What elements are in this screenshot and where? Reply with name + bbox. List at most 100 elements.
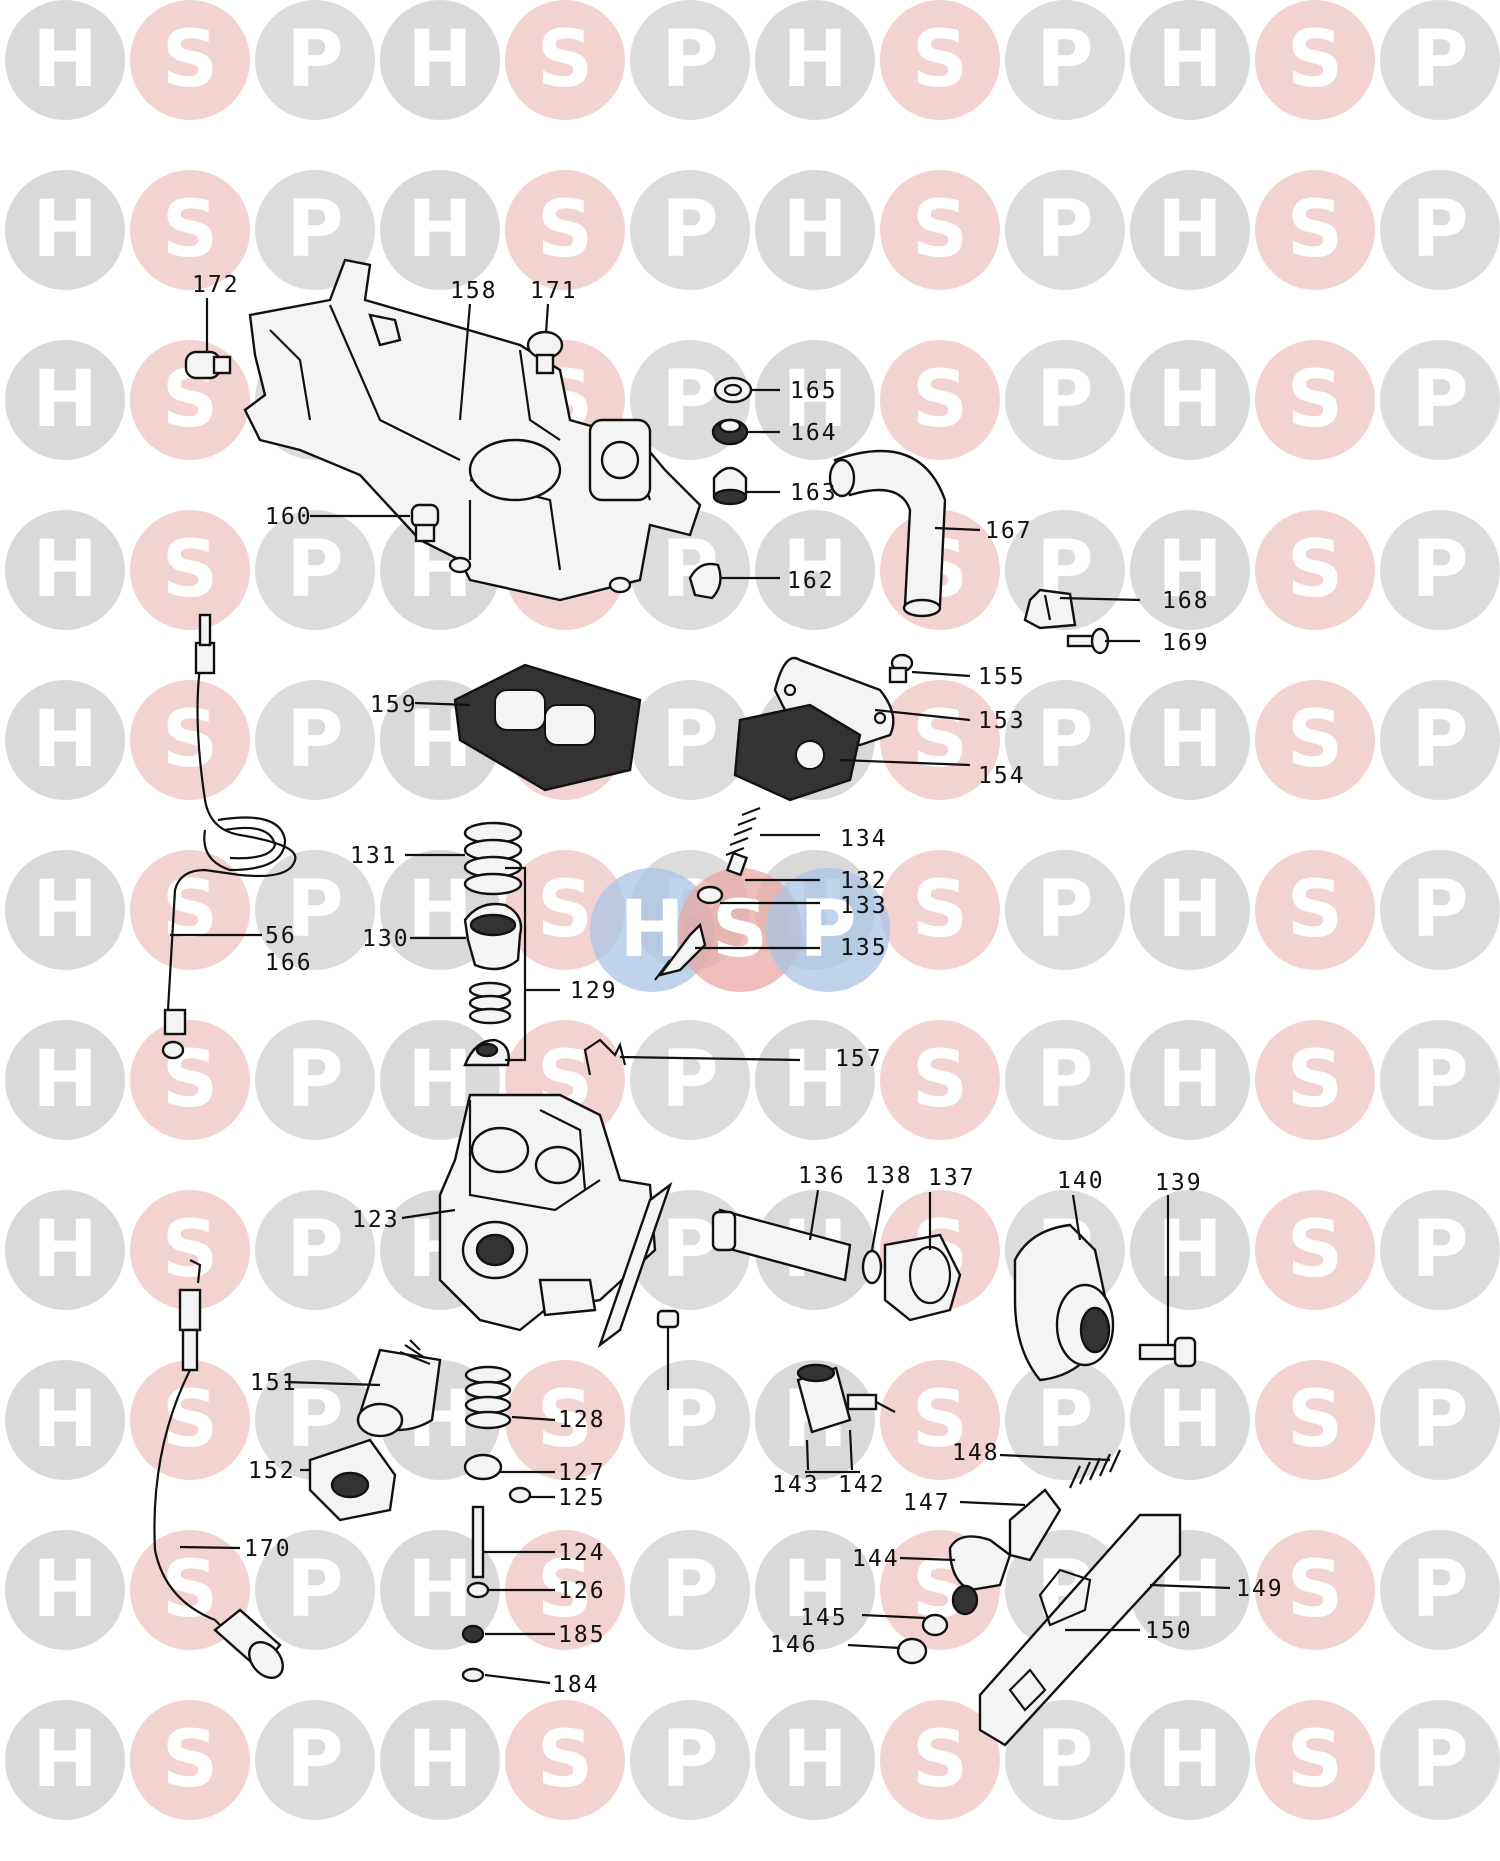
watermark-letter-p: P [1411,1035,1468,1125]
watermark-letter-h: H [32,185,97,275]
watermark-circle-s [130,1530,250,1650]
watermark-letter-s: S [537,185,593,275]
watermark-circle-p [1005,850,1125,970]
watermark-circle-s [1255,510,1375,630]
part-147-lever [1008,1488,1062,1562]
part-131-spring [463,821,523,896]
watermark-letter-p: P [1411,1205,1468,1295]
watermark-letter-h: H [32,1205,97,1295]
watermark-circle-s [1255,680,1375,800]
callout-155: 155 [978,664,1026,690]
watermark-circle-s [130,1190,250,1310]
callout-130: 130 [362,926,410,952]
watermark-circle-h [755,170,875,290]
part-146-cap [896,1637,928,1665]
watermark-circle-p [255,1700,375,1820]
watermark-circle-s [1255,340,1375,460]
callout-140: 140 [1057,1168,1105,1194]
watermark-circle-h [5,850,125,970]
watermark-letter-p: P [661,1715,718,1805]
watermark-letter-p: P [1411,1545,1468,1635]
bracket-129 [505,866,527,1062]
watermark-letter-p: P [286,1035,343,1125]
center-logo-letter: P [799,885,856,975]
watermark-letter-s: S [912,185,968,275]
watermark-letter-s: S [537,1715,593,1805]
watermark-letter-h: H [782,355,847,445]
watermark-circle-p [1380,170,1500,290]
part-170-interrupter-lead [153,1259,284,1679]
watermark-letter-s: S [537,15,593,105]
center-logo-circle [766,868,890,992]
watermark-letter-p: P [286,695,343,785]
watermark-letter-s: S [162,1375,218,1465]
watermark-circle-s [130,510,250,630]
watermark-letter-p: P [661,1545,718,1635]
part-129-valve-seat [463,1038,510,1067]
watermark-letter-p: P [1411,185,1468,275]
watermark-letter-h: H [1157,525,1222,615]
callout-142: 142 [838,1472,886,1498]
watermark-letter-h: H [782,185,847,275]
part-123-valve-body [438,1093,673,1349]
callout-145: 145 [800,1605,848,1631]
watermark-circle-h [5,1190,125,1310]
watermark-circle-p [1005,1020,1125,1140]
part-143-142-interrupter [796,1363,896,1434]
part-screw-under-body [656,1309,680,1390]
center-logo-letter: S [712,885,768,975]
watermark-letter-p: P [1411,15,1468,105]
watermark-letter-p: P [661,1035,718,1125]
watermark-letter-h: H [1157,355,1222,445]
watermark-circle-h [1130,850,1250,970]
watermark-circle-h [380,1530,500,1650]
watermark-circle-h [5,680,125,800]
callout-146: 146 [770,1632,818,1658]
watermark-letter-s: S [912,1715,968,1805]
watermark-letter-p: P [286,865,343,955]
watermark-circle-p [1005,1360,1125,1480]
watermark-letter-h: H [32,865,97,955]
part-165-washer [713,376,753,404]
part-138-o-ring [861,1249,883,1285]
watermark-circle-p [1380,1020,1500,1140]
callout-132: 132 [840,868,888,894]
watermark-circle-h [1130,340,1250,460]
watermark-letter-p: P [286,1205,343,1295]
watermark-circle-s [1255,1190,1375,1310]
part-135-lever [654,922,707,981]
watermark-circle-s [505,1700,625,1820]
watermark-circle-h [1130,1020,1250,1140]
callout-149: 149 [1236,1576,1284,1602]
part-133-o-ring [696,885,724,905]
watermark-letter-h: H [1157,185,1222,275]
watermark-circle-s [880,340,1000,460]
watermark-letter-p: P [661,355,718,445]
watermark-circle-p [630,1360,750,1480]
part-139-screw [1138,1336,1197,1368]
watermark-letter-p: P [286,525,343,615]
watermark-circle-p [630,0,750,120]
watermark-letter-h: H [1157,695,1222,785]
callout-128: 128 [558,1407,606,1433]
watermark-letter-p: P [661,15,718,105]
part-136-shaft [711,1208,852,1282]
watermark-circle-h [5,0,125,120]
part-164-nut [711,418,749,446]
watermark-letter-p: P [1036,1035,1093,1125]
watermark-letter-p: P [286,185,343,275]
watermark-letter-s: S [537,865,593,955]
watermark-circle-p [255,0,375,120]
watermark-letter-s: S [162,15,218,105]
part-152-magnet-cap [308,1438,397,1522]
part-130-valve-cap [463,902,523,971]
part-151-magnet-unit [356,1339,442,1438]
watermark-letter-p: P [1036,1715,1093,1805]
watermark-letter-s: S [1287,1375,1343,1465]
watermark-circle-s [1255,170,1375,290]
part-155-screw [888,653,914,684]
watermark-circle-h [5,1530,125,1650]
watermark-circle-p [1005,340,1125,460]
watermark-letter-s: S [162,185,218,275]
